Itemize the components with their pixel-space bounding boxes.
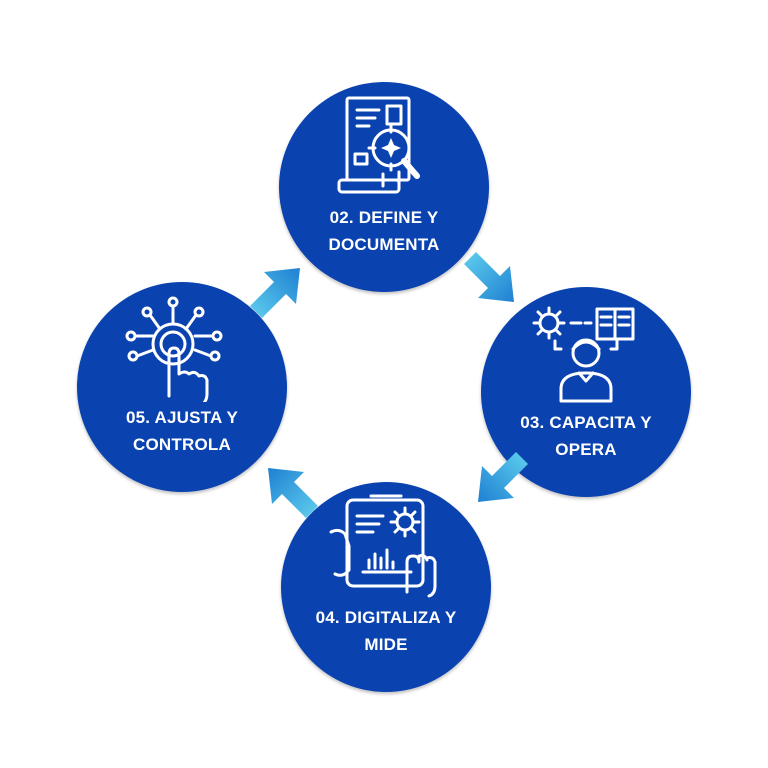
step-adjust-control: 05. AJUSTA Y CONTROLA — [77, 282, 287, 492]
step-label-line: 05. AJUSTA Y — [126, 408, 238, 427]
arrow-up-left-icon — [268, 468, 318, 518]
step-label-line: 02. DEFINE Y — [329, 208, 439, 227]
step-label: 03. CAPACITA Y OPERA — [491, 409, 681, 463]
step-label-line: MIDE — [364, 635, 408, 654]
step-label-line: OPERA — [555, 440, 617, 459]
touch-network-icon — [125, 296, 223, 402]
document-search-icon — [337, 96, 420, 194]
step-label-line: 03. CAPACITA Y — [520, 413, 652, 432]
step-label: 05. AJUSTA Y CONTROLA — [87, 404, 277, 458]
person-training-icon — [532, 306, 635, 403]
step-label-line: 04. DIGITALIZA Y — [315, 608, 457, 627]
step-label-line: DOCUMENTA — [328, 235, 440, 254]
step-define-document: 02. DEFINE Y DOCUMENTA — [279, 82, 489, 292]
step-label: 04. DIGITALIZA Y MIDE — [291, 604, 481, 658]
arrow-down-left-icon — [478, 452, 528, 502]
step-digitalize-measure: 04. DIGITALIZA Y MIDE — [281, 482, 491, 692]
step-label: 02. DEFINE Y DOCUMENTA — [289, 204, 479, 258]
tablet-analytics-icon — [329, 494, 437, 598]
step-label-line: CONTROLA — [133, 435, 231, 454]
arrow-down-right-icon — [464, 252, 514, 302]
arrow-up-right-icon — [250, 268, 300, 318]
